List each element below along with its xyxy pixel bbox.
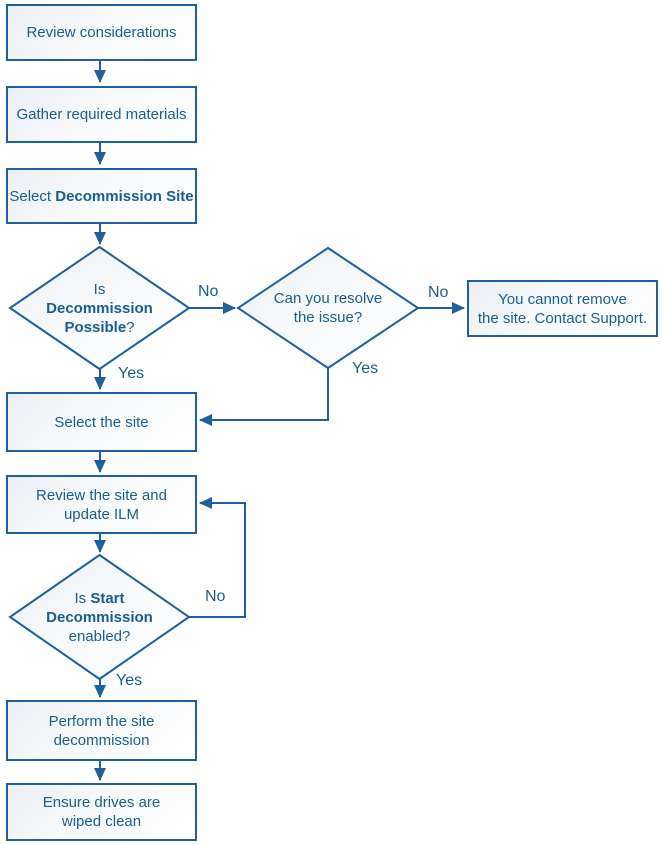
step-ensure-drives-wiped-label: Ensure drives are wiped clean <box>42 794 161 830</box>
edge-label-no-decision2: No <box>428 284 449 301</box>
edge-label-yes-decision3: Yes <box>116 672 143 689</box>
step-perform-decommission-label: Perform the site decommission <box>48 712 155 749</box>
step-review-considerations-label: Review considerations <box>26 24 177 41</box>
step-select-decommission-site-label: Select Decommission Site <box>9 187 193 206</box>
decision-decommission-possible-shape <box>8 245 191 371</box>
step-review-considerations: Review considerations <box>6 4 197 61</box>
step-gather-materials: Gather required materials <box>6 86 197 143</box>
step-select-the-site-label: Select the site <box>54 413 149 431</box>
step-ensure-drives-wiped: Ensure drives are wiped clean <box>6 783 197 841</box>
step-cannot-remove-site-label: You cannot remove the site. Contact Supp… <box>477 290 648 327</box>
edge-label-yes-decision2: Yes <box>352 360 379 377</box>
edge-label-no-decision3: No <box>205 588 226 605</box>
connector-decision2-yes-to-select-site <box>199 368 329 426</box>
step-select-decommission-site-label-bold: Decommission Site <box>55 187 194 205</box>
step-select-the-site: Select the site <box>6 392 197 452</box>
step-cannot-remove-site: You cannot remove the site. Contact Supp… <box>467 280 658 337</box>
step-review-site-update-ilm-label: Review the site and update ILM <box>36 486 167 523</box>
connector-decision3-no-loop-to-review-ilm <box>189 497 246 618</box>
step-review-site-update-ilm: Review the site and update ILM <box>6 475 197 534</box>
step-select-decommission-site-label-pre: Select <box>9 187 56 205</box>
step-gather-materials-label: Gather required materials <box>16 106 187 123</box>
edge-label-no-decision1: No <box>198 283 219 300</box>
step-perform-decommission: Perform the site decommission <box>6 700 197 761</box>
edge-label-yes-decision1: Yes <box>118 365 145 382</box>
decision-start-decommission-shape <box>8 553 191 681</box>
step-select-decommission-site: Select Decommission Site <box>6 168 197 224</box>
decision-resolve-issue-shape <box>236 246 420 370</box>
